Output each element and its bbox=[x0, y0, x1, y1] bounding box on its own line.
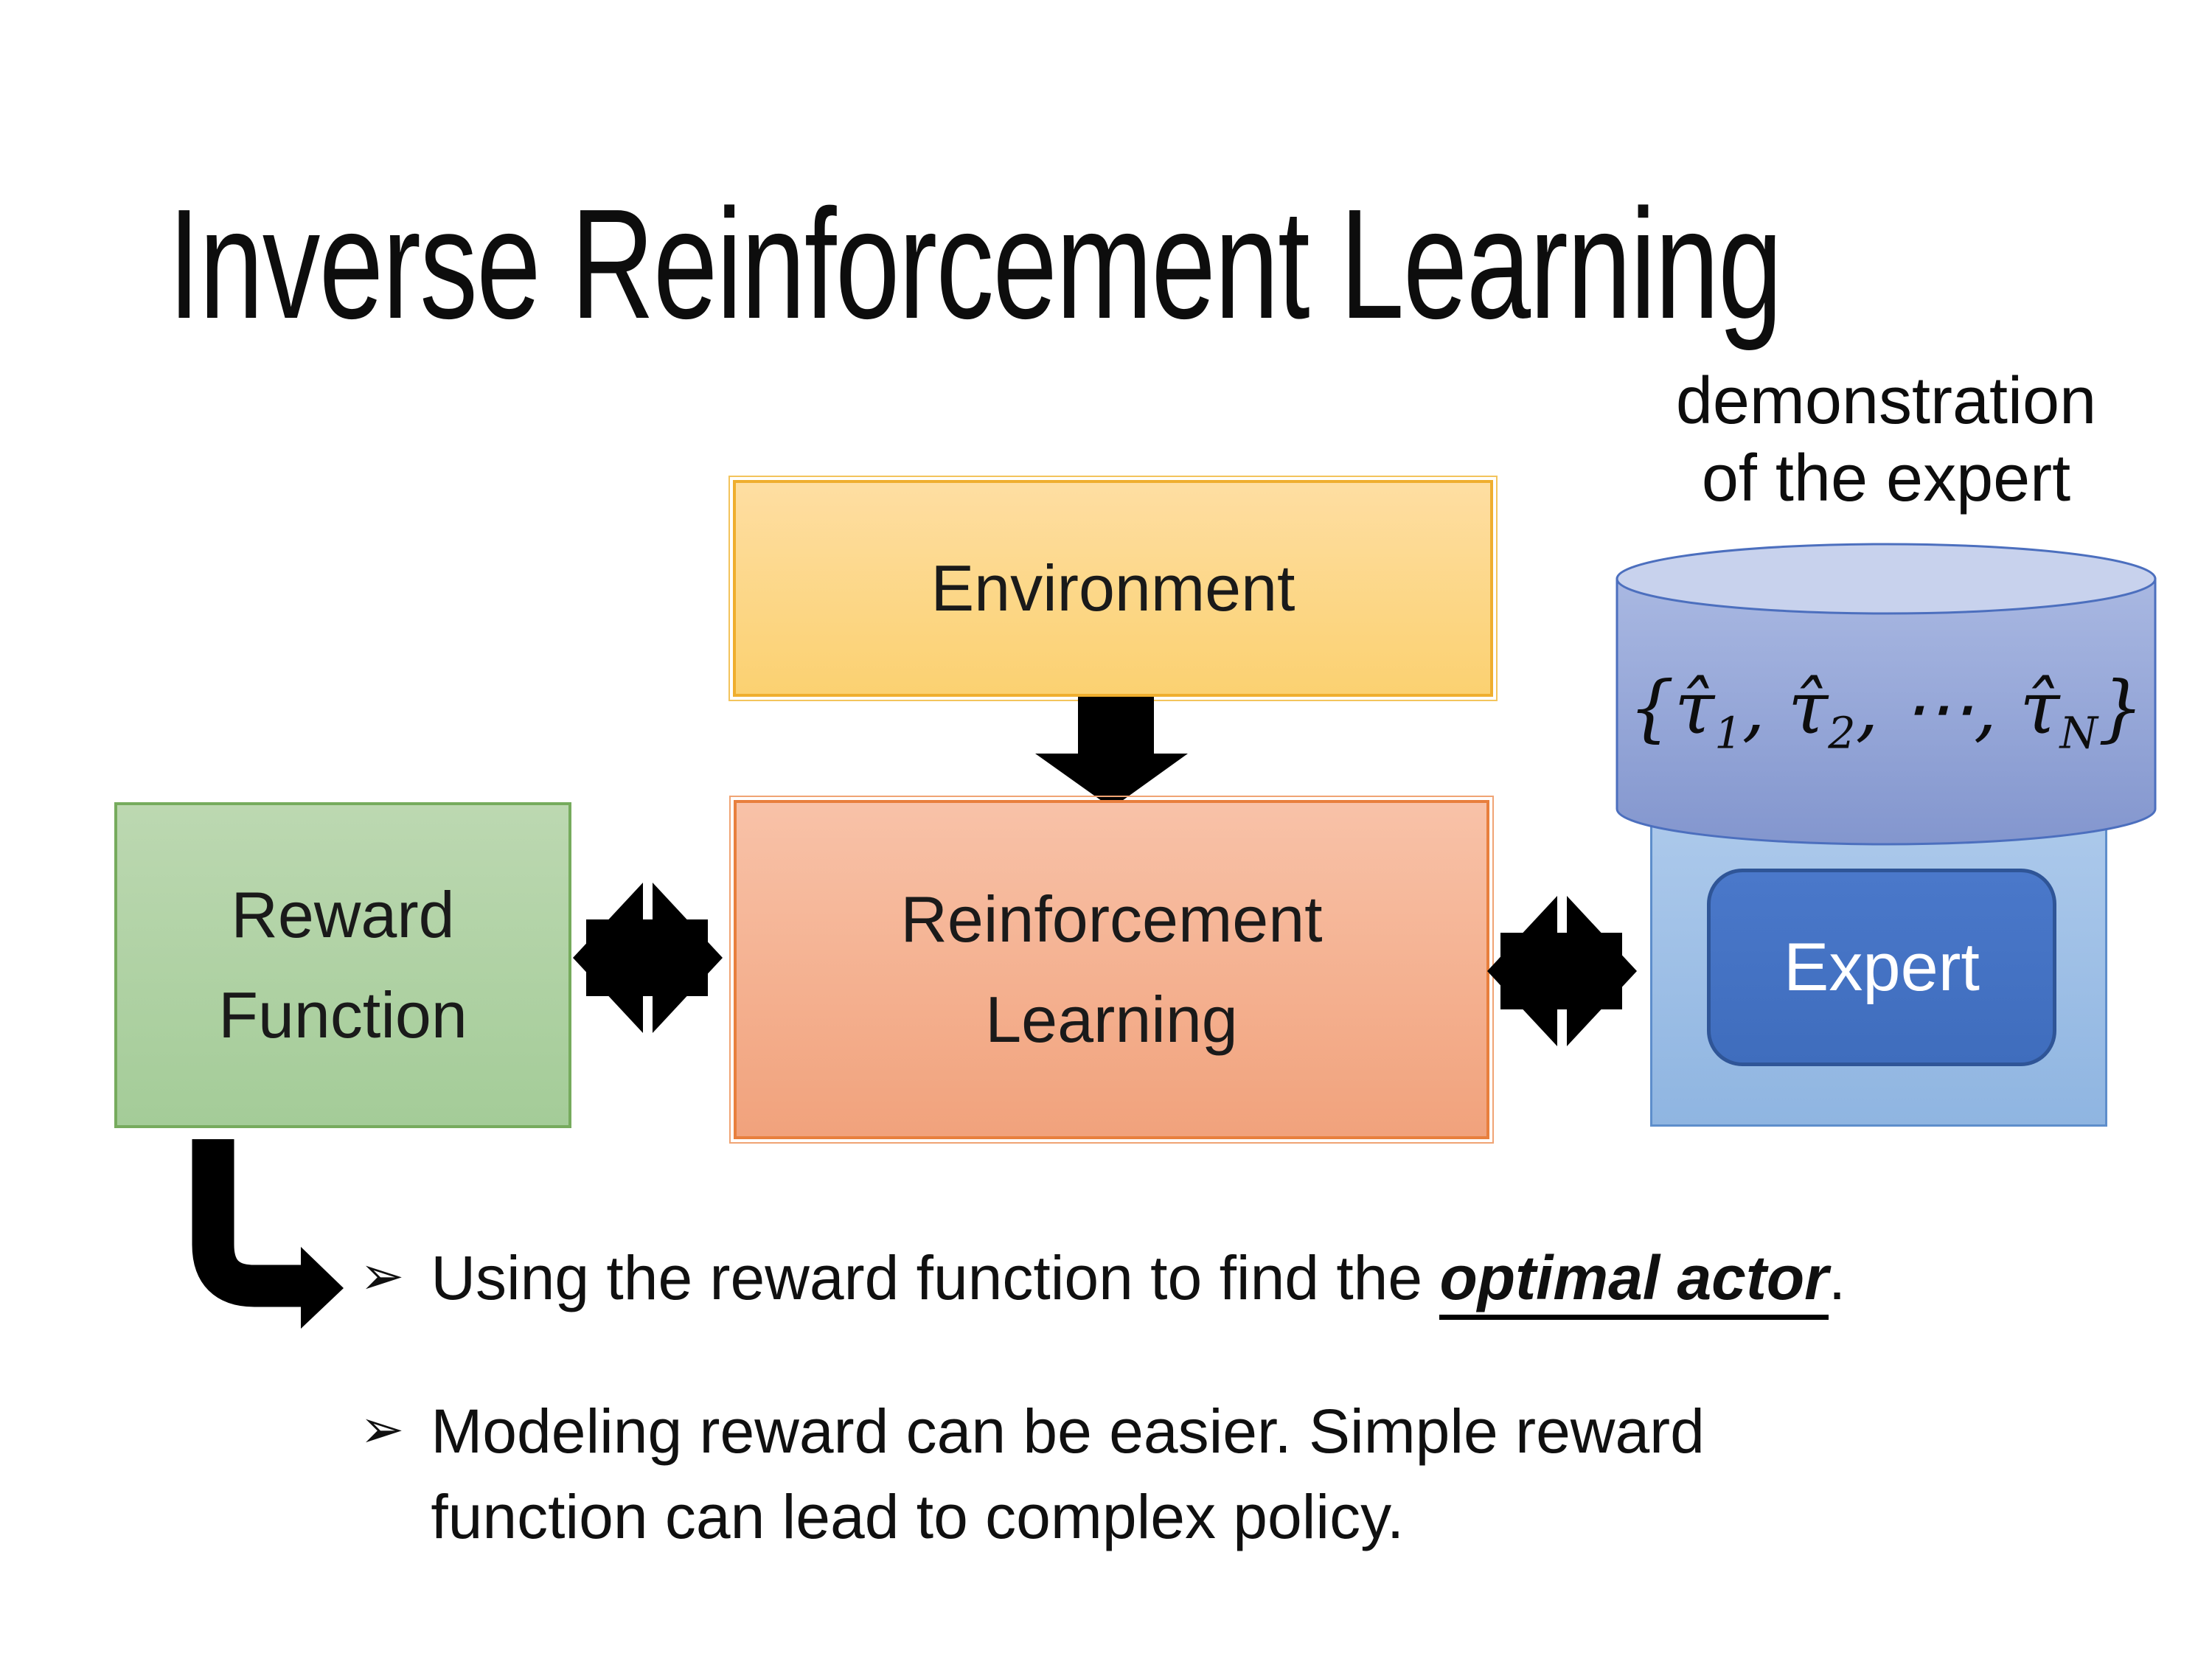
page-title: Inverse Reinforcement Learning bbox=[168, 176, 1782, 351]
reinforcement-learning-box: Reinforcement Learning bbox=[729, 796, 1494, 1144]
bullet-item-2: ➢ Modeling reward can be easier. Simple … bbox=[360, 1389, 2078, 1560]
math-tau-2: τ̂ bbox=[1788, 667, 1829, 751]
bullet-list: ➢ Using the reward function to find the … bbox=[360, 1236, 2078, 1560]
bullet-1-text: Using the reward function to find the op… bbox=[431, 1236, 1846, 1321]
reward-label-line1: Reward bbox=[231, 877, 455, 951]
bullet-2-text: Modeling reward can be easier. Simple re… bbox=[431, 1389, 1705, 1560]
math-sep-3: , bbox=[1973, 667, 2020, 751]
expert-box: Expert bbox=[1707, 869, 2056, 1066]
bullet-2-line2: function can lead to complex policy. bbox=[431, 1481, 1405, 1551]
bullet-1-suffix: . bbox=[1828, 1243, 1846, 1312]
bullet-1-highlight: optimal actor bbox=[1439, 1243, 1829, 1320]
expert-label: Expert bbox=[1784, 929, 1980, 1005]
bullet-arrow-icon: ➢ bbox=[360, 1247, 405, 1306]
math-open-brace: { bbox=[1628, 667, 1675, 751]
math-sep-2: , bbox=[1855, 667, 1902, 751]
bullet-arrow-icon: ➢ bbox=[360, 1399, 405, 1459]
math-sub-2: 2 bbox=[1828, 707, 1856, 759]
bullet-item-1: ➢ Using the reward function to find the … bbox=[360, 1236, 2078, 1321]
demonstration-cylinder bbox=[1615, 543, 2157, 846]
down-arrow-icon bbox=[1035, 697, 1188, 808]
environment-box: Environment bbox=[728, 476, 1498, 701]
bullet-1-prefix: Using the reward function to find the bbox=[431, 1243, 1440, 1312]
demo-caption: demonstration of the expert bbox=[1591, 363, 2181, 518]
math-sep-1: , bbox=[1742, 667, 1788, 751]
math-tau-n: τ̂ bbox=[2020, 667, 2060, 751]
math-tau-1: τ̂ bbox=[1674, 667, 1715, 751]
reward-function-box: Reward Function bbox=[114, 802, 571, 1128]
reward-label-line2: Function bbox=[218, 978, 467, 1051]
demo-caption-line2: of the expert bbox=[1701, 442, 2071, 516]
math-sub-n: N bbox=[2059, 707, 2098, 759]
math-close-brace: } bbox=[2097, 667, 2144, 751]
elbow-arrow-icon bbox=[192, 1139, 344, 1329]
demo-caption-line1: demonstration bbox=[1675, 364, 2097, 438]
math-dots: ⋯ bbox=[1901, 667, 1974, 751]
environment-label: Environment bbox=[931, 552, 1295, 625]
bullet-2-line1: Modeling reward can be easier. Simple re… bbox=[431, 1396, 1705, 1466]
trajectory-set-math: {τ̂1, τ̂2, ⋯, τ̂N} bbox=[1615, 666, 2157, 754]
double-arrow-right-icon bbox=[1487, 896, 1637, 1046]
rl-label-line2: Learning bbox=[985, 983, 1238, 1056]
double-arrow-left-icon bbox=[573, 883, 723, 1033]
rl-label-line1: Reinforcement bbox=[900, 882, 1323, 956]
math-sub-1: 1 bbox=[1714, 707, 1742, 759]
